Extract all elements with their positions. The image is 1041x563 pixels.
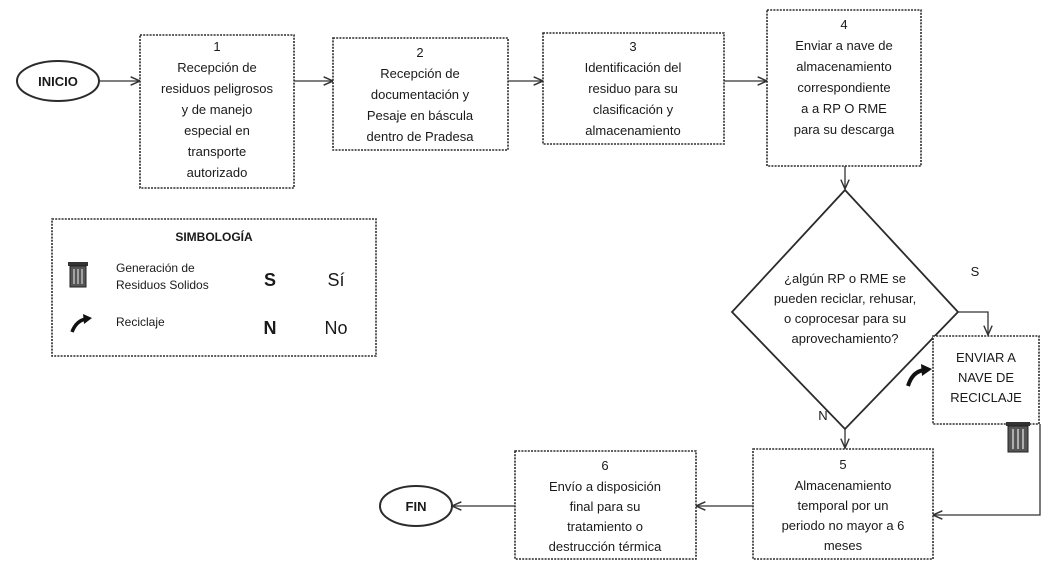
step-6: 6 Envío a disposición final para su trat… [514,450,697,560]
step-5: 5 Almacenamiento temporal por un periodo… [752,448,934,560]
step-3: 3 Identificación del residuo para su cla… [542,32,725,145]
recycle-box-line: ENVIAR A [956,350,1016,365]
step-1-line: Recepción de [177,60,257,75]
step-6-number: 6 [601,458,608,473]
legend-title: SIMBOLOGÍA [175,229,253,244]
recycle-box-line: NAVE DE [958,370,1014,385]
start-terminal: INICIO [16,60,100,102]
step-1-line: residuos peligrosos [161,81,274,96]
step-6-line: Envío a disposición [549,479,661,494]
legend: SIMBOLOGÍA Generación de Residuos Solido… [51,218,377,357]
decision-no-label: N [818,408,827,423]
step-5-number: 5 [839,457,846,472]
arrow-recycle-to-step5 [933,424,1041,515]
step-1-line: y de manejo [182,102,253,117]
step-4-number: 4 [840,17,847,32]
step-5-line: temporal por un [797,498,888,513]
step-4-line: Enviar a nave de [795,38,893,53]
step-5-line: periodo no mayor a 6 [782,518,905,533]
arrow-decision-yes-to-recycle [958,311,988,335]
step-2-line: Pesaje en báscula [367,108,474,123]
connectors [98,81,1041,515]
decision-line: pueden reciclar, rehusar, [774,291,916,306]
step-4-line: correspondiente [797,80,890,95]
step-2-line: dentro de Pradesa [367,129,475,144]
step-1-line: especial en [184,123,250,138]
legend-code: N [264,318,277,338]
step-1: 1 Recepción de residuos peligrosos y de … [139,34,295,189]
step-3-line: almacenamiento [585,123,680,138]
decision-line: o coprocesar para su [784,311,906,326]
step-1-number: 1 [213,39,220,54]
recycle-arrow-icon [906,364,932,387]
legend-item-label: Reciclaje [116,315,165,329]
end-terminal: FIN [379,485,453,527]
step-1-line: autorizado [187,165,248,180]
step-2-number: 2 [416,45,423,60]
end-label: FIN [406,499,427,514]
step-5-line: meses [824,538,863,553]
decision-line: ¿algún RP o RME se [784,271,906,286]
step-6-line: final para su [570,499,641,514]
recycle-arrow-icon [70,314,92,333]
step-4: 4 Enviar a nave de almacenamiento corres… [766,9,922,167]
recycle-box: ENVIAR A NAVE DE RECICLAJE [932,335,1040,425]
step-3-number: 3 [629,39,636,54]
legend-item-label: Residuos Solidos [116,278,209,292]
step-3-line: Identificación del [585,60,682,75]
legend-code: S [264,270,276,290]
trash-bin-icon [68,262,88,288]
decision-recyclable: ¿algún RP o RME se pueden reciclar, rehu… [730,188,960,431]
step-2: 2 Recepción de documentación y Pesaje en… [332,37,509,151]
step-1-line: transporte [188,144,247,159]
step-5-line: Almacenamiento [795,478,892,493]
decision-yes-label: S [971,264,980,279]
step-3-line: clasificación y [593,102,674,117]
step-3-line: residuo para su [588,81,678,96]
step-4-line: a a RP O RME [801,101,887,116]
recycle-box-line: RECICLAJE [950,390,1022,405]
decision-line: aprovechamiento? [792,331,899,346]
step-6-line: destrucción térmica [549,539,662,554]
legend-code-meaning: No [324,318,347,338]
step-2-line: documentación y [371,87,470,102]
step-6-line: tratamiento o [567,519,643,534]
trash-bin-icon [1006,422,1030,453]
start-label: INICIO [38,74,78,89]
step-2-line: Recepción de [380,66,460,81]
legend-item-label: Generación de [116,261,195,275]
step-4-line: para su descarga [794,122,895,137]
legend-code-meaning: Sí [327,270,344,290]
step-4-line: almacenamiento [796,59,891,74]
